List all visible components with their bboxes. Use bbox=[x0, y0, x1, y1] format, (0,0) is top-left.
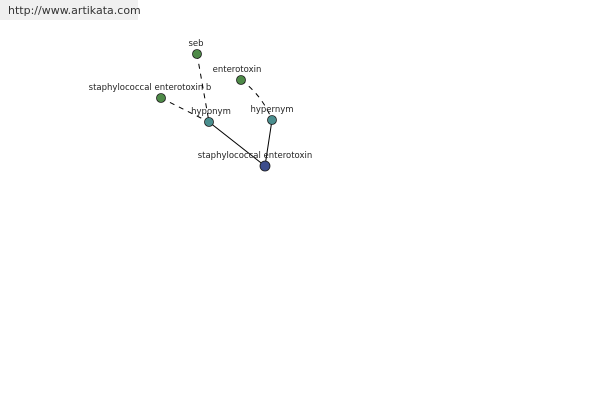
node-staphylococcal-enterotoxin-b[interactable] bbox=[156, 93, 166, 103]
label-staphylococcal-enterotoxin: staphylococcal enterotoxin bbox=[198, 151, 313, 161]
edge-hypernym-center bbox=[264, 119, 273, 167]
node-hypernym[interactable] bbox=[267, 115, 277, 125]
label-seb: seb bbox=[188, 39, 203, 49]
edge-hyponym-center bbox=[208, 121, 266, 167]
label-enterotoxin: enterotoxin bbox=[213, 65, 262, 75]
node-staphylococcal-enterotoxin[interactable] bbox=[259, 160, 271, 172]
node-seb[interactable] bbox=[192, 49, 202, 59]
node-hyponym[interactable] bbox=[204, 117, 214, 127]
label-hypernym: hypernym bbox=[250, 105, 293, 115]
node-enterotoxin[interactable] bbox=[236, 75, 246, 85]
label-staphylococcal-enterotoxin-b: staphylococcal enterotoxin b bbox=[89, 83, 212, 93]
edge-seb-hyponym bbox=[196, 53, 210, 123]
label-hyponym: hyponym bbox=[191, 107, 231, 117]
site-url-link[interactable]: http://www.artikata.com bbox=[0, 0, 141, 20]
edge-staph-b-hyponym bbox=[160, 97, 210, 123]
